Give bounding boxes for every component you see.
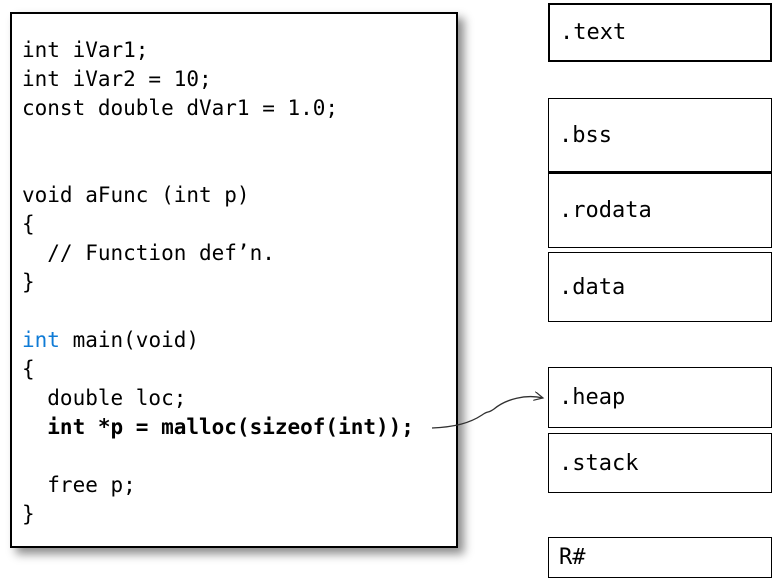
code-line: void aFunc (int p) (22, 183, 250, 207)
code-line (22, 123, 456, 152)
memory-section-text: .text (548, 3, 772, 62)
code-line: int *p = malloc(sizeof(int)); (22, 415, 414, 439)
memory-section-label: .rodata (559, 198, 652, 223)
memory-section-label: .data (559, 274, 626, 300)
code-line: // Function def’n. (22, 241, 275, 265)
code-line: free p; (22, 473, 136, 497)
code-line (22, 152, 456, 181)
code-lines: int iVar1; int iVar2 = 10; const double dV… (22, 36, 456, 529)
code-line: { (22, 357, 35, 381)
memory-section-label: .stack (559, 450, 639, 476)
memory-section-rodata: .rodata (548, 173, 772, 248)
code-line: int iVar2 = 10; (22, 67, 212, 91)
memory-section-data: .data (548, 252, 772, 322)
code-line: const double dVar1 = 1.0; (22, 96, 339, 120)
malloc-to-heap-arrow (431, 385, 560, 429)
code-line: } (22, 270, 35, 294)
code-line: } (22, 502, 35, 526)
code-line (22, 297, 456, 326)
memory-section-label: R# (559, 545, 586, 570)
code-line (22, 442, 456, 471)
memory-section-bss: .bss (548, 98, 772, 173)
memory-section-label: .bss (559, 122, 612, 148)
code-panel: int iVar1; int iVar2 = 10; const double dV… (10, 12, 458, 548)
code-line: int main(void) (22, 328, 200, 352)
memory-section-heap: .heap (548, 367, 772, 428)
memory-section-label: .text (560, 20, 627, 45)
memory-section-stack: .stack (548, 433, 772, 493)
code-line: { (22, 212, 35, 236)
memory-section-label: .heap (559, 385, 626, 410)
memory-section-registers: R# (548, 537, 772, 578)
code-line: double loc; (22, 386, 187, 410)
code-line: int iVar1; (22, 38, 149, 62)
